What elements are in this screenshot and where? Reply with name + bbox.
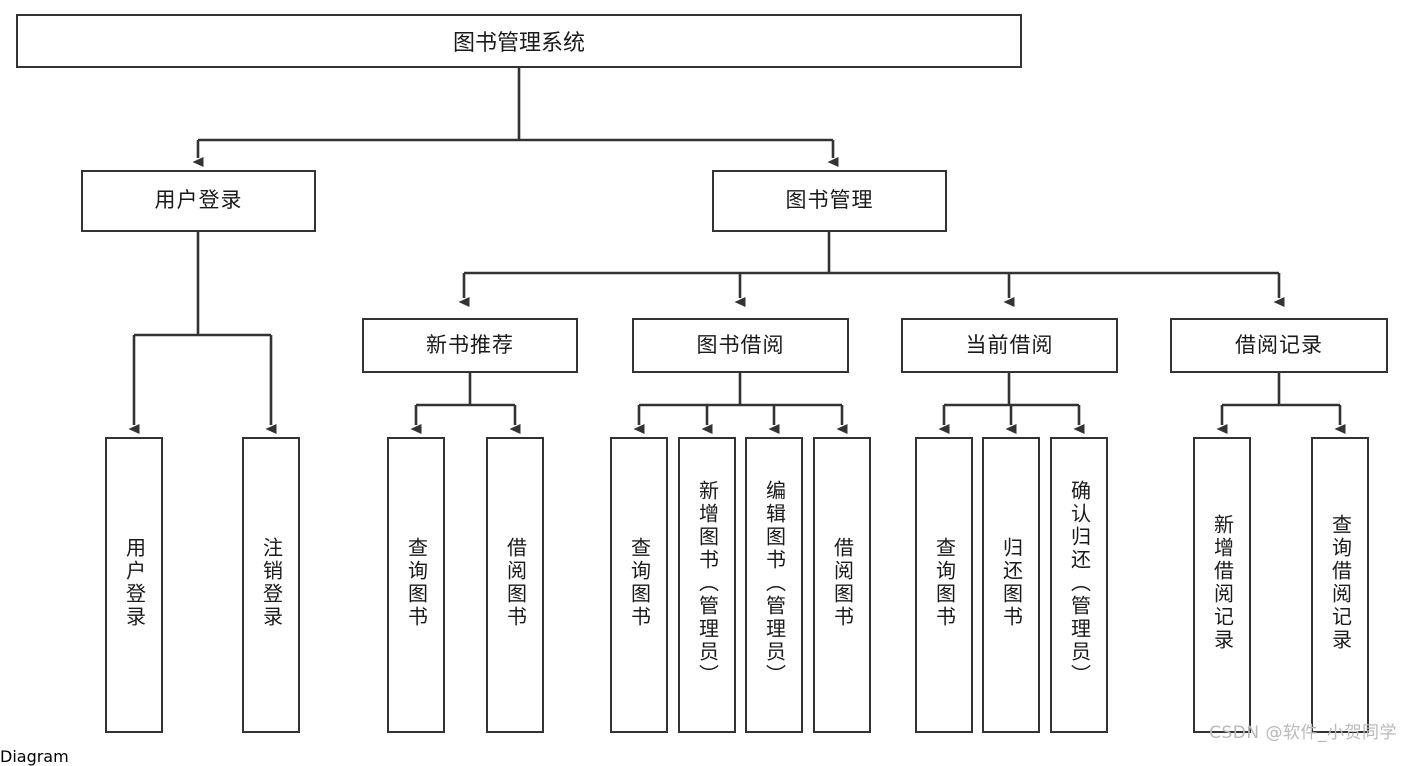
node-label: 查询图书 [404, 537, 429, 629]
leaf-book-borrow-query-book[interactable]: 查询图书 [610, 437, 668, 733]
node-label: 归还图书 [999, 537, 1024, 629]
leaf-user-login-login[interactable]: 用户登录 [105, 437, 163, 733]
node-label: 确认归还（管理员） [1067, 479, 1092, 687]
node-book-borrow[interactable]: 图书借阅 [632, 318, 849, 373]
node-borrow-record[interactable]: 借阅记录 [1170, 318, 1388, 373]
node-label: 编辑图书（管理员） [762, 479, 787, 687]
node-label: 注销登录 [259, 537, 284, 629]
leaf-book-borrow-borrow-book[interactable]: 借阅图书 [813, 437, 871, 733]
leaf-book-borrow-add-book-admin[interactable]: 新增图书（管理员） [678, 437, 736, 733]
node-label: 图书管理 [785, 188, 874, 213]
csdn-watermark: CSDN @软件_小贺同学 [1209, 723, 1397, 743]
node-label: 用户登录 [154, 188, 243, 213]
node-label: 借阅记录 [1235, 332, 1323, 357]
node-label: 查询借阅记录 [1328, 514, 1353, 652]
leaf-new-book-query-book[interactable]: 查询图书 [387, 437, 445, 733]
leaf-borrow-record-add-record[interactable]: 新增借阅记录 [1193, 437, 1251, 733]
node-label: 新增借阅记录 [1210, 514, 1235, 652]
leaf-borrow-record-query-record[interactable]: 查询借阅记录 [1311, 437, 1369, 733]
leaf-user-login-logout[interactable]: 注销登录 [242, 437, 300, 733]
leaf-book-borrow-edit-book-admin[interactable]: 编辑图书（管理员） [745, 437, 803, 733]
node-label: 新书推荐 [426, 332, 514, 357]
node-label: 借阅图书 [503, 537, 528, 629]
node-root-book-management-system[interactable]: 图书管理系统 [16, 14, 1022, 68]
node-current-borrow[interactable]: 当前借阅 [901, 318, 1118, 373]
node-label: 借阅图书 [830, 537, 855, 629]
node-label: 新增图书（管理员） [695, 479, 720, 687]
leaf-current-borrow-return-book[interactable]: 归还图书 [982, 437, 1040, 733]
node-user-login[interactable]: 用户登录 [81, 170, 316, 232]
node-label: 图书管理系统 [452, 31, 585, 56]
node-new-book-recommend[interactable]: 新书推荐 [362, 318, 578, 373]
leaf-new-book-borrow-book[interactable]: 借阅图书 [486, 437, 544, 733]
node-label: 当前借阅 [965, 332, 1054, 357]
diagram-canvas: 图书管理系统 用户登录 图书管理 新书推荐 图书借阅 当前借阅 借阅记录 用户登… [16, 14, 1397, 743]
node-label: 用户登录 [122, 537, 147, 629]
node-label: 查询图书 [627, 537, 652, 629]
node-label: 查询图书 [932, 537, 957, 629]
node-label: 图书借阅 [696, 332, 785, 357]
leaf-current-borrow-confirm-return-admin[interactable]: 确认归还（管理员） [1050, 437, 1108, 733]
node-book-management[interactable]: 图书管理 [712, 170, 947, 232]
leaf-current-borrow-query-book[interactable]: 查询图书 [915, 437, 973, 733]
